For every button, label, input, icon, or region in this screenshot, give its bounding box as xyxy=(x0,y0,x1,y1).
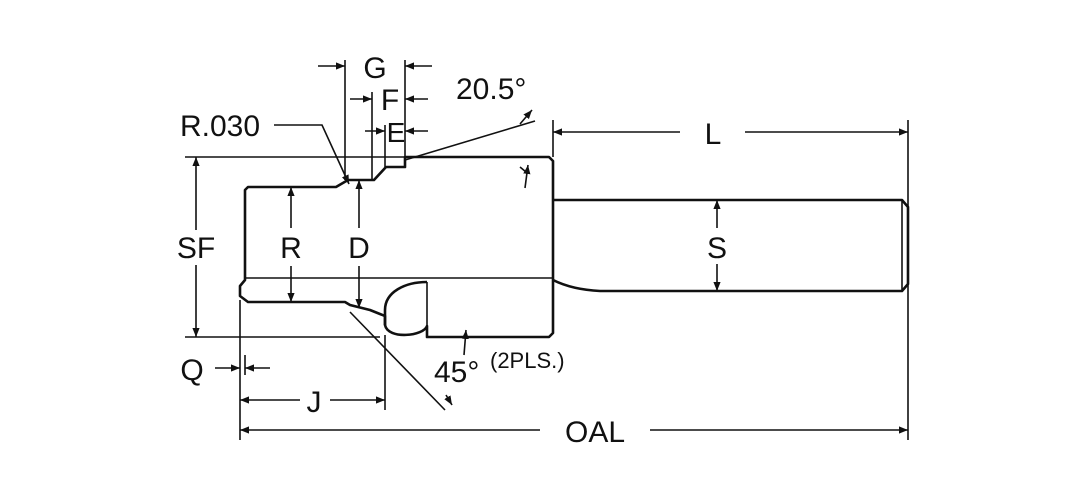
label-l: L xyxy=(705,118,722,151)
extension-lines xyxy=(185,60,909,440)
label-radius: R.030 xyxy=(180,110,260,143)
label-g: G xyxy=(363,52,386,85)
dimension-labels: G F E 20.5° R.030 L SF R D S Q J 45° (2P… xyxy=(177,52,727,449)
label-sf: SF xyxy=(177,232,215,265)
label-s: S xyxy=(707,232,727,265)
label-j: J xyxy=(307,386,322,419)
label-angle-top: 20.5° xyxy=(456,73,526,106)
label-e: E xyxy=(387,117,406,148)
label-r: R xyxy=(280,232,302,265)
head-outline xyxy=(238,155,555,339)
label-q: Q xyxy=(180,354,203,387)
shank-outline xyxy=(552,198,910,293)
chamfer-tick xyxy=(519,166,527,173)
tool-body xyxy=(238,155,910,339)
label-oal: OAL xyxy=(565,416,625,449)
label-angle-bottom: 45° xyxy=(434,356,479,389)
flute-curve xyxy=(383,280,428,325)
label-d: D xyxy=(348,232,370,265)
label-f: F xyxy=(381,84,399,117)
label-angle-bottom-note: (2PLS.) xyxy=(490,348,565,373)
dimension-lines xyxy=(192,62,908,434)
